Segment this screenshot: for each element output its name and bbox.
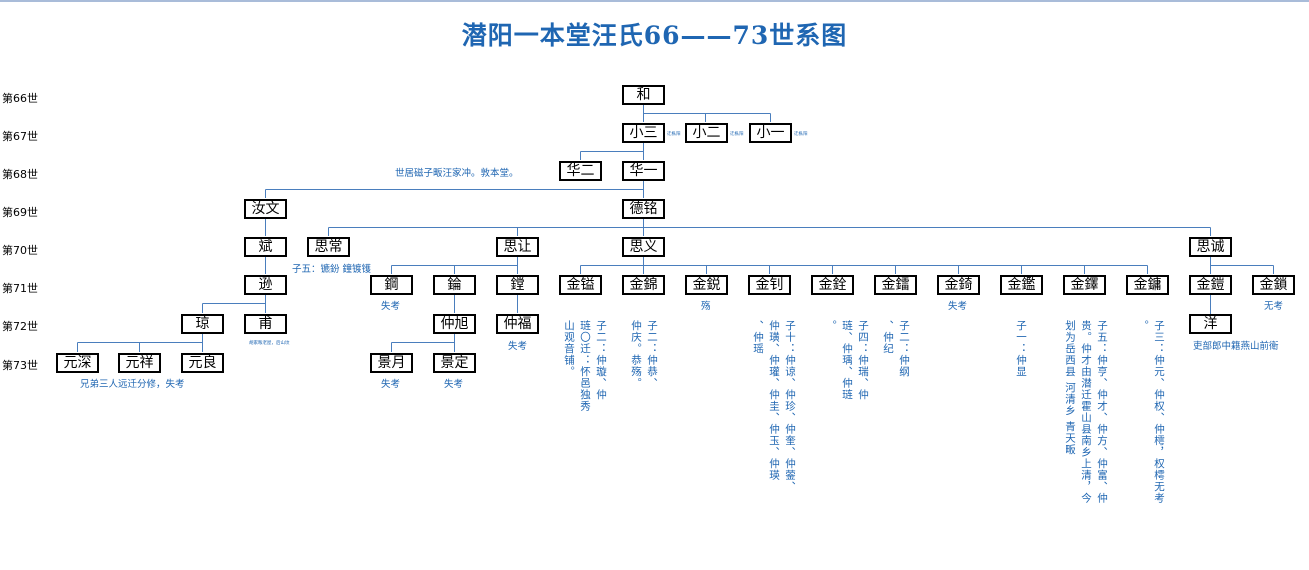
note-yuan-brothers: 兄弟三人远迁分修，失考 — [80, 379, 185, 390]
person-jinsuo: 金鎖 — [1252, 275, 1295, 295]
note-jinze-sons: 子五：仲亨、仲才、仲方、仲富、仲 贵。仲才由潜迁霍山县南乡上清，今 划为岳西县 … — [1064, 320, 1108, 504]
person-deming: 德铭 — [622, 199, 665, 219]
person-huaer: 华二 — [559, 161, 602, 181]
person-jinyong: 金鏞 — [1126, 275, 1169, 295]
person-xun: 逊 — [244, 275, 287, 295]
note-jinjian-sons: 子一：仲显 — [1015, 320, 1027, 378]
person-jinze: 金鐸 — [1063, 275, 1106, 295]
note-jingyue-unknown: 失考 — [381, 379, 401, 390]
person-huayi: 华一 — [622, 161, 665, 181]
note-jinrui-died: 殇 — [701, 301, 711, 312]
person-jinlei: 金鐳 — [874, 275, 917, 295]
note-fu-burial: 胡家畈老屋，后山坟 — [249, 341, 290, 346]
generation-label-66: 第66世 — [2, 92, 38, 105]
generation-label-73: 第73世 — [2, 359, 38, 372]
person-jingding: 景定 — [433, 353, 476, 373]
note-xiaosan-migration: 迁枞阳 — [667, 132, 681, 137]
person-jinyi: 金镒 — [559, 275, 602, 295]
note-jinyong-sons: 子三：仲元、仲权、仲樗，权樗无考 。 — [1137, 320, 1165, 504]
note-jinlei-sons: 子二：仲纲 、仲纪 — [882, 320, 910, 378]
person-jinrui: 金鋭 — [685, 275, 728, 295]
person-yuanliang: 元良 — [181, 353, 224, 373]
note-jinqi-unknown: 失考 — [948, 301, 968, 312]
note-huaer-residence: 世居磁子畈汪家冲。敦本堂。 — [395, 168, 519, 179]
generation-label-69: 第69世 — [2, 206, 38, 219]
note-sichang-sons: 子五：镳鈖 鐘镀镬 — [292, 264, 372, 275]
person-sicheng: 思诚 — [1189, 237, 1232, 257]
note-jinzhao-sons: 子十：仲谅、仲珍、仲奎、仲蓥、 仲璜、仲瓘、仲圭、仲玉、仲瑛 、仲瑶 — [752, 320, 796, 493]
person-sichang: 思常 — [307, 237, 350, 257]
person-qiong: 琼 — [181, 314, 224, 334]
generation-label-68: 第68世 — [2, 168, 38, 181]
person-jinquan: 金銓 — [811, 275, 854, 295]
note-jinsuo-unknown: 无考 — [1264, 301, 1284, 312]
page-title: 潜阳一本堂汪氏66——73世系图 — [461, 21, 848, 50]
note-xiaoer-migration: 迁枞阳 — [730, 132, 744, 137]
person-jingyue: 景月 — [370, 353, 413, 373]
generation-label-71: 第71世 — [2, 282, 38, 295]
person-ruwen: 汝文 — [244, 199, 287, 219]
person-gang: 鋼 — [370, 275, 413, 295]
generation-label-70: 第70世 — [2, 244, 38, 257]
top-border — [0, 0, 1309, 2]
person-xiaoer: 小二 — [685, 123, 728, 143]
person-yuanshen: 元深 — [56, 353, 99, 373]
person-fu: 甫 — [244, 314, 287, 334]
note-jinjin-sons: 子二：仲恭、 仲庆。恭殇。 — [630, 320, 658, 389]
person-xiaoyi: 小一 — [749, 123, 792, 143]
person-yuanxiang: 元祥 — [118, 353, 161, 373]
person-zhongfu: 仲福 — [496, 314, 539, 334]
note-gang-unknown: 失考 — [381, 301, 401, 312]
note-jinquan-sons: 子四：仲瑞、仲 琏、仲瑀、仲琏 。 — [825, 320, 869, 401]
person-zhongxu: 仲旭 — [433, 314, 476, 334]
person-jinzhao: 金钊 — [748, 275, 791, 295]
generation-label-72: 第72世 — [2, 320, 38, 333]
note-jingding-unknown: 失考 — [444, 379, 464, 390]
generation-label-67: 第67世 — [2, 130, 38, 143]
person-lun: 錀 — [433, 275, 476, 295]
person-sirang: 思让 — [496, 237, 539, 257]
person-he: 和 — [622, 85, 665, 105]
note-yang-office: 吏部郎中籍燕山前衛 — [1193, 341, 1279, 352]
person-jinjin: 金錦 — [622, 275, 665, 295]
note-jinyi-sons: 子二：仲璇、仲 琏〇迁：怀邑独秀 山观音铺。 — [563, 320, 607, 412]
person-tang: 鏜 — [496, 275, 539, 295]
person-jinqi: 金錡 — [937, 275, 980, 295]
note-zhongfu-unknown: 失考 — [508, 341, 528, 352]
person-jinkai: 金鎧 — [1189, 275, 1232, 295]
person-yang: 洋 — [1189, 314, 1232, 334]
person-siyi: 思义 — [622, 237, 665, 257]
person-xiaosan: 小三 — [622, 123, 665, 143]
note-xiaoyi-migration: 迁枞阳 — [794, 132, 808, 137]
person-jinjian: 金鑑 — [1000, 275, 1043, 295]
person-bin: 斌 — [244, 237, 287, 257]
